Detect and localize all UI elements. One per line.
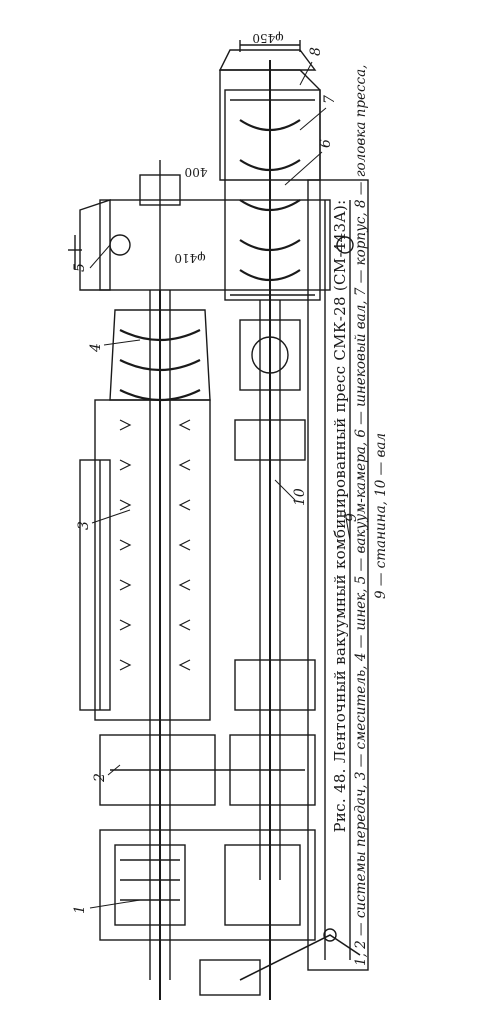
vacuum-chamber	[99, 199, 331, 291]
callout-1: 1	[72, 905, 88, 914]
callout-2: 2	[92, 773, 108, 783]
figure-caption: Рис. 48. Ленточный вакуумный комбинирова…	[329, 64, 391, 966]
transmission-1	[99, 829, 316, 941]
callout-10: 10	[292, 488, 308, 506]
dim-chamber-length: 400	[185, 165, 208, 179]
callout-9: 9	[344, 513, 360, 522]
callout-7: 7	[322, 95, 338, 104]
callout-3: 3	[76, 521, 92, 530]
caption-title: Рис. 48. Ленточный вакуумный комбинирова…	[331, 199, 349, 833]
caption-legend-line-1: 1, 2 — системы передач, 3 — смеситель, 4…	[353, 64, 369, 966]
callout-6: 6	[318, 139, 334, 148]
dim-head-diameter: φ450	[252, 31, 283, 45]
callout-8: 8	[308, 47, 324, 56]
caption-legend-line-2: 9 — станина, 10 — вал	[373, 433, 389, 599]
mixer-trough	[94, 399, 211, 721]
callout-4: 4	[88, 343, 104, 353]
callout-5: 5	[72, 263, 88, 272]
press-casing	[224, 89, 321, 301]
dim-chamber-diameter: φ410	[174, 251, 205, 265]
frame-stanina	[307, 179, 369, 971]
